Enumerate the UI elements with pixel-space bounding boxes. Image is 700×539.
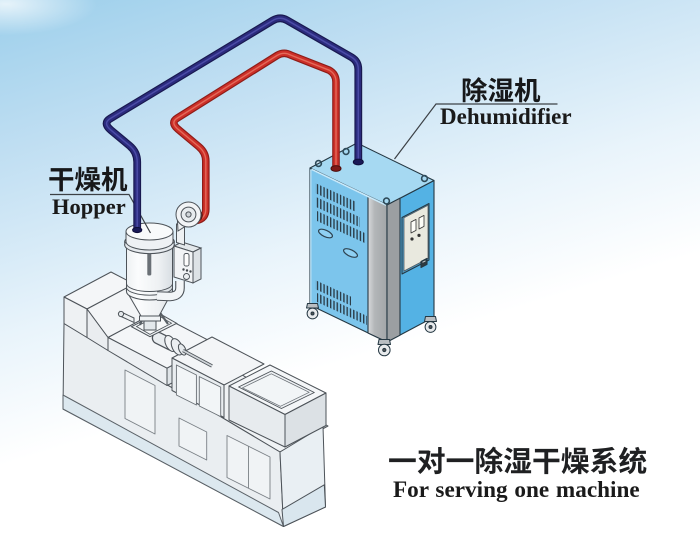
hopper-controller-part <box>182 268 185 271</box>
caster <box>306 303 319 320</box>
hopper-controller-part <box>185 269 189 272</box>
cabinet-vents-part <box>317 293 367 325</box>
hopper-dryer-part <box>126 283 173 292</box>
pipe-collars <box>132 158 364 234</box>
hopper-dryer-part <box>126 287 173 296</box>
return-air-pipe-red <box>170 49 340 225</box>
cabinet-vents-part <box>315 183 356 212</box>
caster-part <box>428 325 433 329</box>
dehumidifier-label-zh: 除湿机 <box>461 78 541 104</box>
cabinet-eyebolts-part <box>314 159 323 168</box>
cabinet-eyebolts-part <box>382 197 391 205</box>
injection-barrel-part <box>182 349 213 367</box>
dry-air-pipe-navy-part <box>105 17 360 231</box>
controller-knob <box>183 273 190 280</box>
cabinet-casters <box>306 303 437 357</box>
cabinet-eyebolts-part <box>420 174 429 183</box>
machine-box-d-window <box>198 376 222 418</box>
cabinet-eyebolts-part <box>342 147 350 156</box>
caption-en: For serving one machine <box>393 477 640 503</box>
machine-box-e-inset-inner <box>242 373 310 407</box>
cabinet-eyebolts <box>314 147 429 205</box>
hopper-controller <box>156 241 203 302</box>
extruder-machine <box>62 271 329 527</box>
hopper-label-en: Hopper <box>52 194 126 219</box>
caster <box>377 339 391 357</box>
cabinet-control-panel-part <box>410 218 417 234</box>
cabinet-vents-part <box>315 280 351 306</box>
caption-zh: 一对一除湿干燥系统 <box>388 446 648 474</box>
dehumidifier-label-en: Dehumidifier <box>440 104 572 129</box>
dehumidifier-cabinet <box>306 142 437 357</box>
hopper-controller-side <box>192 247 202 284</box>
machine-panel <box>124 369 156 435</box>
pipe-collars-part <box>352 158 364 166</box>
injection-barrel <box>151 331 213 368</box>
cabinet-vents-part <box>316 197 360 228</box>
caster-part <box>310 311 315 316</box>
hopper-sight-glass <box>147 252 152 276</box>
hopper-label-zh: 干燥机 <box>48 166 128 192</box>
hopper-dryer-part <box>143 320 157 331</box>
hopper-controller-part <box>156 281 184 301</box>
caster <box>424 316 437 333</box>
dry-air-pipe-navy <box>102 14 363 231</box>
return-air-pipe-red-part <box>173 52 337 222</box>
machine-end-strip <box>281 484 326 527</box>
caster-part <box>306 303 319 309</box>
caster-part <box>424 316 437 322</box>
machine-box-d-window <box>175 364 197 406</box>
cabinet-control-panel-part <box>417 233 421 237</box>
cabinet-control-panel-part <box>418 214 425 230</box>
suction-blower <box>175 201 203 246</box>
cabinet-vents <box>315 183 367 325</box>
cabinet-vents-part <box>317 211 365 244</box>
callout-lines <box>50 103 558 234</box>
cabinet-corner-column <box>367 195 388 343</box>
hopper-stand-part <box>117 310 125 318</box>
cabinet-handle <box>342 248 359 258</box>
caster-part <box>382 347 387 353</box>
cabinet-control-panel <box>401 203 430 275</box>
cabinet-corner-column-side <box>386 197 401 343</box>
cabinet-power-switch <box>420 257 428 269</box>
machine-panel <box>178 417 208 461</box>
controller-display <box>183 253 190 267</box>
hopper-dryer <box>117 222 178 338</box>
cabinet-control-panel-part <box>410 237 414 241</box>
hopper-callout-line <box>50 193 152 234</box>
hopper-dryer-part <box>139 315 161 322</box>
cabinet-handle <box>317 228 334 239</box>
machine-box-e-right <box>284 392 327 448</box>
pipe-collars-part <box>132 226 143 234</box>
dehumidifier-callout-line <box>394 103 558 160</box>
dehumidifier-cabinet-part <box>311 168 387 206</box>
pipes <box>102 14 364 234</box>
caster-part <box>377 339 391 345</box>
hopper-controller-part <box>189 270 192 273</box>
pipe-collars-part <box>330 165 342 172</box>
suction-blower-part <box>185 211 192 218</box>
dehumidifier-cabinet-part <box>422 260 426 263</box>
